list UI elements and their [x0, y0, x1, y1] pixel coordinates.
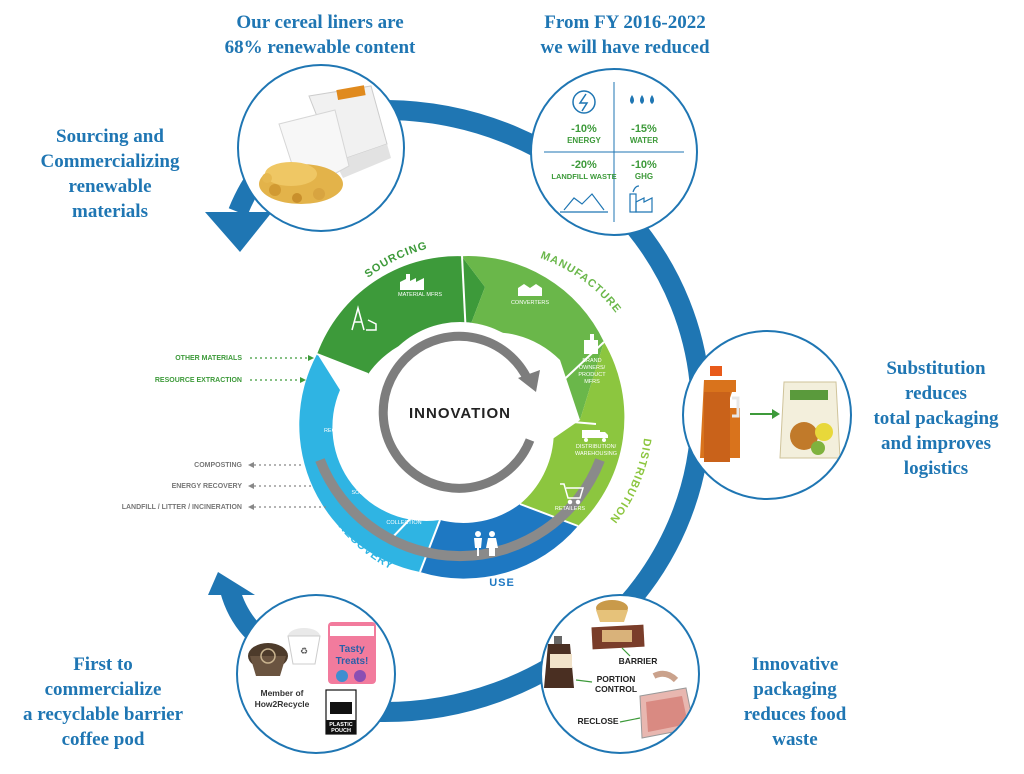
caption-sourcing: Sourcing and Commercializing renewable m…	[40, 126, 180, 222]
outer-arrowhead-top	[205, 212, 272, 252]
reduction-energy-label: ENERGY	[567, 136, 601, 145]
food-packaging-illustration: BARRIER PORTION CONTROL RECLOSE	[544, 600, 695, 739]
landfill-icon	[560, 193, 608, 213]
reduction-water-label: WATER	[630, 136, 659, 145]
treats-pouch: Tasty Treats!	[328, 622, 376, 684]
reduction-water-value: -15%	[631, 123, 657, 135]
how2recycle-member-line1: Member of	[261, 688, 304, 698]
portion-control-label-2: CONTROL	[595, 684, 637, 694]
caption-coffee-pod: First to commercialize a recyclable barr…	[22, 654, 184, 750]
cereal-liner-circle	[237, 64, 405, 232]
barrier-bar	[591, 624, 645, 650]
outer-arrowhead-bottom	[208, 572, 255, 595]
reductions-grid: -10% ENERGY -15% WATER -20% LANDFILL WAS…	[544, 82, 684, 222]
store-drop-off-label: PLASTIC POUCH	[325, 689, 357, 735]
caption-food-waste: Innovative packaging reduces food waste	[743, 654, 847, 750]
reduction-landfill-label: LANDFILL WASTE	[551, 172, 616, 181]
svg-text:POUCH: POUCH	[331, 728, 351, 734]
arrow-right-icon	[750, 409, 780, 419]
portion-control-label-1: PORTION	[597, 674, 636, 684]
reduction-energy-value: -10%	[571, 123, 597, 135]
caption-cereal-liners: Our cereal liners are 68% renewable cont…	[224, 12, 416, 58]
factory-icon	[629, 185, 653, 213]
reduction-landfill-value: -20%	[571, 159, 597, 171]
reduction-ghg-value: -10%	[631, 159, 657, 171]
coffee-pod-brown	[248, 643, 288, 676]
water-icon	[630, 95, 654, 104]
substitution-illustration	[700, 366, 841, 462]
caption-substitution: Substitution reduces total packaging and…	[873, 358, 999, 479]
coffee-pod-white: ♻	[287, 628, 321, 665]
energy-icon	[572, 90, 596, 114]
substitution-circle	[682, 330, 852, 500]
cereal-box-illustration	[259, 85, 391, 204]
reclose-label: RECLOSE	[577, 716, 618, 726]
reductions-circle: -10% ENERGY -15% WATER -20% LANDFILL WAS…	[530, 68, 698, 236]
how2recycle-member-line2: How2Recycle	[255, 699, 310, 709]
svg-text:♻: ♻	[300, 646, 308, 656]
reduction-ghg-label: GHG	[635, 172, 653, 181]
food-waste-circle: BARRIER PORTION CONTROL RECLOSE	[540, 594, 700, 754]
svg-text:Treats!: Treats!	[336, 656, 369, 667]
snack-cup	[596, 600, 628, 622]
tea-pouch	[779, 381, 841, 459]
coffee-pod-circle: ♻ Tasty Treats! Member of How2Recycle PL…	[236, 594, 396, 754]
svg-text:Tasty: Tasty	[339, 644, 365, 655]
squeeze-pouch	[544, 636, 574, 688]
juice-jug	[700, 366, 740, 462]
coffee-pod-illustration: ♻ Tasty Treats! Member of How2Recycle PL…	[248, 622, 376, 735]
reclose-meat-pack	[639, 670, 695, 739]
caption-reduction-goal: From FY 2016-2022 we will have reduced	[540, 12, 710, 58]
barrier-label: BARRIER	[619, 656, 658, 666]
svg-text:PLASTIC: PLASTIC	[329, 722, 353, 728]
